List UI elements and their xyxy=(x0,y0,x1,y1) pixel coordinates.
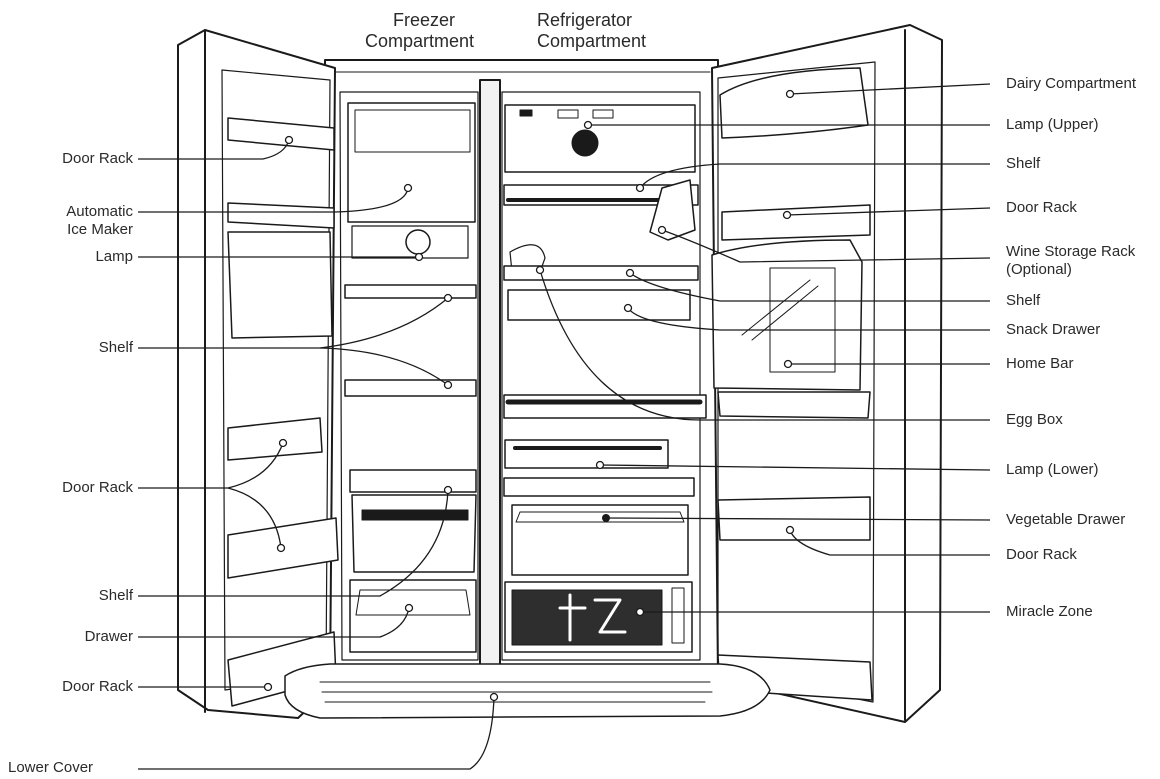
label-wine-storage-rack: Wine Storage Rack (Optional) xyxy=(1006,243,1135,279)
leader-door-rack-right-top xyxy=(787,208,990,215)
label-drawer: Drawer xyxy=(84,628,133,645)
label-door-rack-middle-left: Door Rack xyxy=(62,479,133,496)
leader-snack xyxy=(628,308,990,330)
label-automatic-ice-maker: Automatic Ice Maker xyxy=(66,203,133,239)
label-egg-box: Egg Box xyxy=(1006,411,1063,428)
ice-maker xyxy=(348,103,475,222)
right-door-rack-1 xyxy=(722,205,870,240)
leader-vegetable xyxy=(606,518,990,520)
wine-storage-rack xyxy=(650,180,695,240)
label-shelf-upper-left: Shelf xyxy=(98,339,133,356)
leader-drawer xyxy=(138,608,409,637)
label-door-rack-top-right: Door Rack xyxy=(1006,199,1077,216)
freezer-shelf-3 xyxy=(350,470,476,492)
left-door-rack-1 xyxy=(228,118,334,150)
home-bar xyxy=(712,240,862,390)
leader-dairy xyxy=(790,84,990,94)
center-divider xyxy=(480,80,500,668)
label-door-rack-bottom-right: Door Rack xyxy=(1006,546,1077,563)
leader-shelf-lower xyxy=(138,490,448,596)
refrigerator-header-line-1: Refrigerator xyxy=(537,10,633,30)
vegetable-drawer xyxy=(512,505,688,575)
freezer-header-line-2: Compartment xyxy=(365,31,475,51)
leader-wine xyxy=(662,230,990,262)
label-miracle-zone: Miracle Zone xyxy=(1006,603,1093,620)
label-wine-storage-rack-line-1: Wine Storage Rack xyxy=(1006,243,1136,260)
label-dairy-compartment: Dairy Compartment xyxy=(1006,75,1137,92)
label-snack-drawer: Snack Drawer xyxy=(1006,321,1101,338)
label-lamp-upper: Lamp (Upper) xyxy=(1006,116,1099,133)
fridge-shelf-2 xyxy=(504,266,698,280)
label-door-rack-top-left: Door Rack xyxy=(62,150,133,167)
right-door-rack-2 xyxy=(718,392,870,418)
leader-lower-cover xyxy=(138,697,494,769)
label-shelf-middle-right: Shelf xyxy=(1006,292,1041,309)
label-lower-cover: Lower Cover xyxy=(8,759,94,776)
left-door-rack-2 xyxy=(228,203,334,228)
label-automatic-ice-maker-line-1: Automatic xyxy=(66,203,133,220)
left-door-rack-3 xyxy=(228,418,322,460)
egg-box-shelf xyxy=(504,395,706,418)
label-vegetable-drawer: Vegetable Drawer xyxy=(1006,511,1126,528)
label-lamp: Lamp xyxy=(95,248,133,265)
label-shelf-lower-left: Shelf xyxy=(98,587,133,604)
lamp-housing xyxy=(505,105,695,172)
leader-shelf-middle xyxy=(630,273,990,301)
label-automatic-ice-maker-line-2: Ice Maker xyxy=(67,221,133,238)
freezer-drawer xyxy=(350,580,476,652)
leader-lamp-lower xyxy=(600,465,990,470)
freezer-shelf-1 xyxy=(345,285,476,298)
label-wine-storage-rack-line-2: (Optional) xyxy=(1006,261,1072,278)
leader-ice-maker xyxy=(138,188,408,212)
lamp-lower-housing xyxy=(505,440,668,468)
label-lamp-lower: Lamp (Lower) xyxy=(1006,461,1099,478)
freezer-shelf-2 xyxy=(345,380,476,396)
refrigerator-compartment-header: Refrigerator Compartment xyxy=(537,10,646,52)
freezer-basket xyxy=(352,495,476,572)
label-home-bar: Home Bar xyxy=(1006,355,1074,372)
leader-egg-box xyxy=(540,270,990,420)
label-door-rack-bottom-left: Door Rack xyxy=(62,678,133,695)
leader-shelf-top xyxy=(640,164,990,188)
left-door-dispenser xyxy=(228,232,332,338)
leader-shelf-upper xyxy=(138,298,448,348)
label-shelf-top-right: Shelf xyxy=(1006,155,1041,172)
freezer-compartment-header: Freezer Compartment xyxy=(365,10,474,52)
refrigerator-header-line-2: Compartment xyxy=(537,31,647,51)
freezer-header-line-1: Freezer xyxy=(393,10,456,30)
lower-cover xyxy=(285,664,770,718)
fridge-shelf-3 xyxy=(504,478,694,496)
snack-drawer xyxy=(508,290,690,320)
